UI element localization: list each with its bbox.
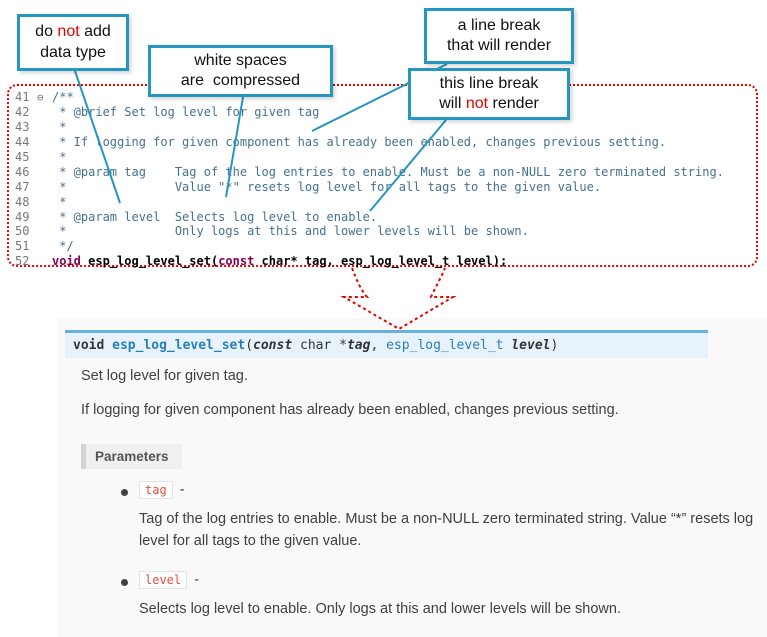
callout-text: are compressed: [180, 72, 301, 89]
code-text: *: [52, 150, 67, 164]
code-text: * @brief Set log level for given tag: [52, 105, 320, 120]
line-number: 44: [15, 135, 30, 150]
callout-text: do not add: [35, 23, 111, 41]
code-line: 45 *: [15, 150, 756, 165]
code-text: * @param tag Tag of the log entries to e…: [52, 164, 724, 179]
doc-detail-paragraph: If logging for given component has alrea…: [81, 402, 619, 418]
callout-text: will not render: [439, 95, 539, 112]
callout-no-datatype: do not add data type: [17, 14, 129, 71]
param-name-chip: level: [139, 571, 188, 589]
bullet-icon: [121, 489, 128, 496]
param-name-chip: tag: [139, 481, 173, 499]
param-dash: -: [179, 482, 185, 498]
code-line: 41 ⊖ /**: [15, 90, 756, 105]
line-number: 51: [15, 239, 30, 254]
param-item-level: level -: [139, 571, 199, 589]
callout-linebreak-not-render: this line break will not render: [408, 68, 570, 120]
code-text: * Only logs at this and lower levels wil…: [52, 224, 529, 239]
code-line: 47 * Value "*" resets log level for all …: [15, 179, 756, 194]
code-text: * Value "*" resets log level for all tag…: [52, 179, 602, 194]
code-text: /**: [52, 90, 74, 105]
line-number: 52: [15, 254, 30, 269]
code-line: 44 * If logging for given component has …: [15, 135, 756, 150]
code-line: 42 * @brief Set log level for given tag: [15, 105, 756, 120]
param-description: Tag of the log entries to enable. Must b…: [139, 511, 754, 549]
doc-brief-paragraph: Set log level for given tag.: [81, 368, 248, 384]
code-text: void esp_log_level_set(const char* tag, …: [52, 254, 508, 269]
code-text: *: [52, 194, 67, 209]
line-number: 42: [15, 105, 30, 120]
code-line-declaration: 52 void esp_log_level_set(const char* ta…: [15, 254, 756, 269]
fold-collapse-icon[interactable]: ⊖: [37, 90, 44, 104]
line-number: 49: [15, 209, 30, 224]
code-editor-snippet: 41 ⊖ /** 42 * @brief Set log level for g…: [7, 84, 758, 269]
line-number: 47: [15, 179, 30, 194]
param-dash: -: [194, 572, 199, 588]
line-number: 46: [15, 164, 30, 179]
code-text: */: [52, 239, 74, 254]
code-text: * If logging for given component has alr…: [52, 135, 667, 150]
callout-whitespace-compressed: white spaces are compressed: [148, 45, 333, 97]
parameters-heading: Parameters: [81, 444, 182, 469]
callout-text: a line break: [457, 16, 541, 34]
line-number: 41: [15, 90, 30, 105]
line-number: 43: [15, 120, 30, 135]
line-number: 48: [15, 194, 30, 209]
callout-text: data type: [40, 43, 106, 61]
bullet-icon: [121, 579, 128, 586]
rendered-docs-panel: void esp_log_level_set(const char *tag, …: [57, 318, 767, 637]
code-line: 51 */: [15, 239, 756, 254]
code-line: 46 * @param tag Tag of the log entries t…: [15, 164, 756, 179]
callout-text: white spaces: [194, 51, 287, 69]
line-number: 50: [15, 224, 30, 239]
callout-text: this line break: [439, 74, 539, 92]
code-line: 50 * Only logs at this and lower levels …: [15, 224, 756, 239]
code-text: *: [52, 120, 67, 135]
callout-text: that will render: [446, 37, 552, 54]
callout-linebreak-renders: a line break that will render: [424, 8, 574, 64]
param-item-tag: tag -: [139, 481, 185, 499]
function-signature: void esp_log_level_set(const char *tag, …: [65, 330, 708, 358]
code-line: 48 *: [15, 194, 756, 209]
code-line: 49 * @param level Selects log level to e…: [15, 209, 756, 224]
code-line: 43 *: [15, 120, 756, 135]
code-text: * @param level Selects log level to enab…: [52, 209, 378, 224]
param-description: Selects log level to enable. Only logs a…: [139, 601, 621, 617]
line-number: 45: [15, 150, 30, 164]
